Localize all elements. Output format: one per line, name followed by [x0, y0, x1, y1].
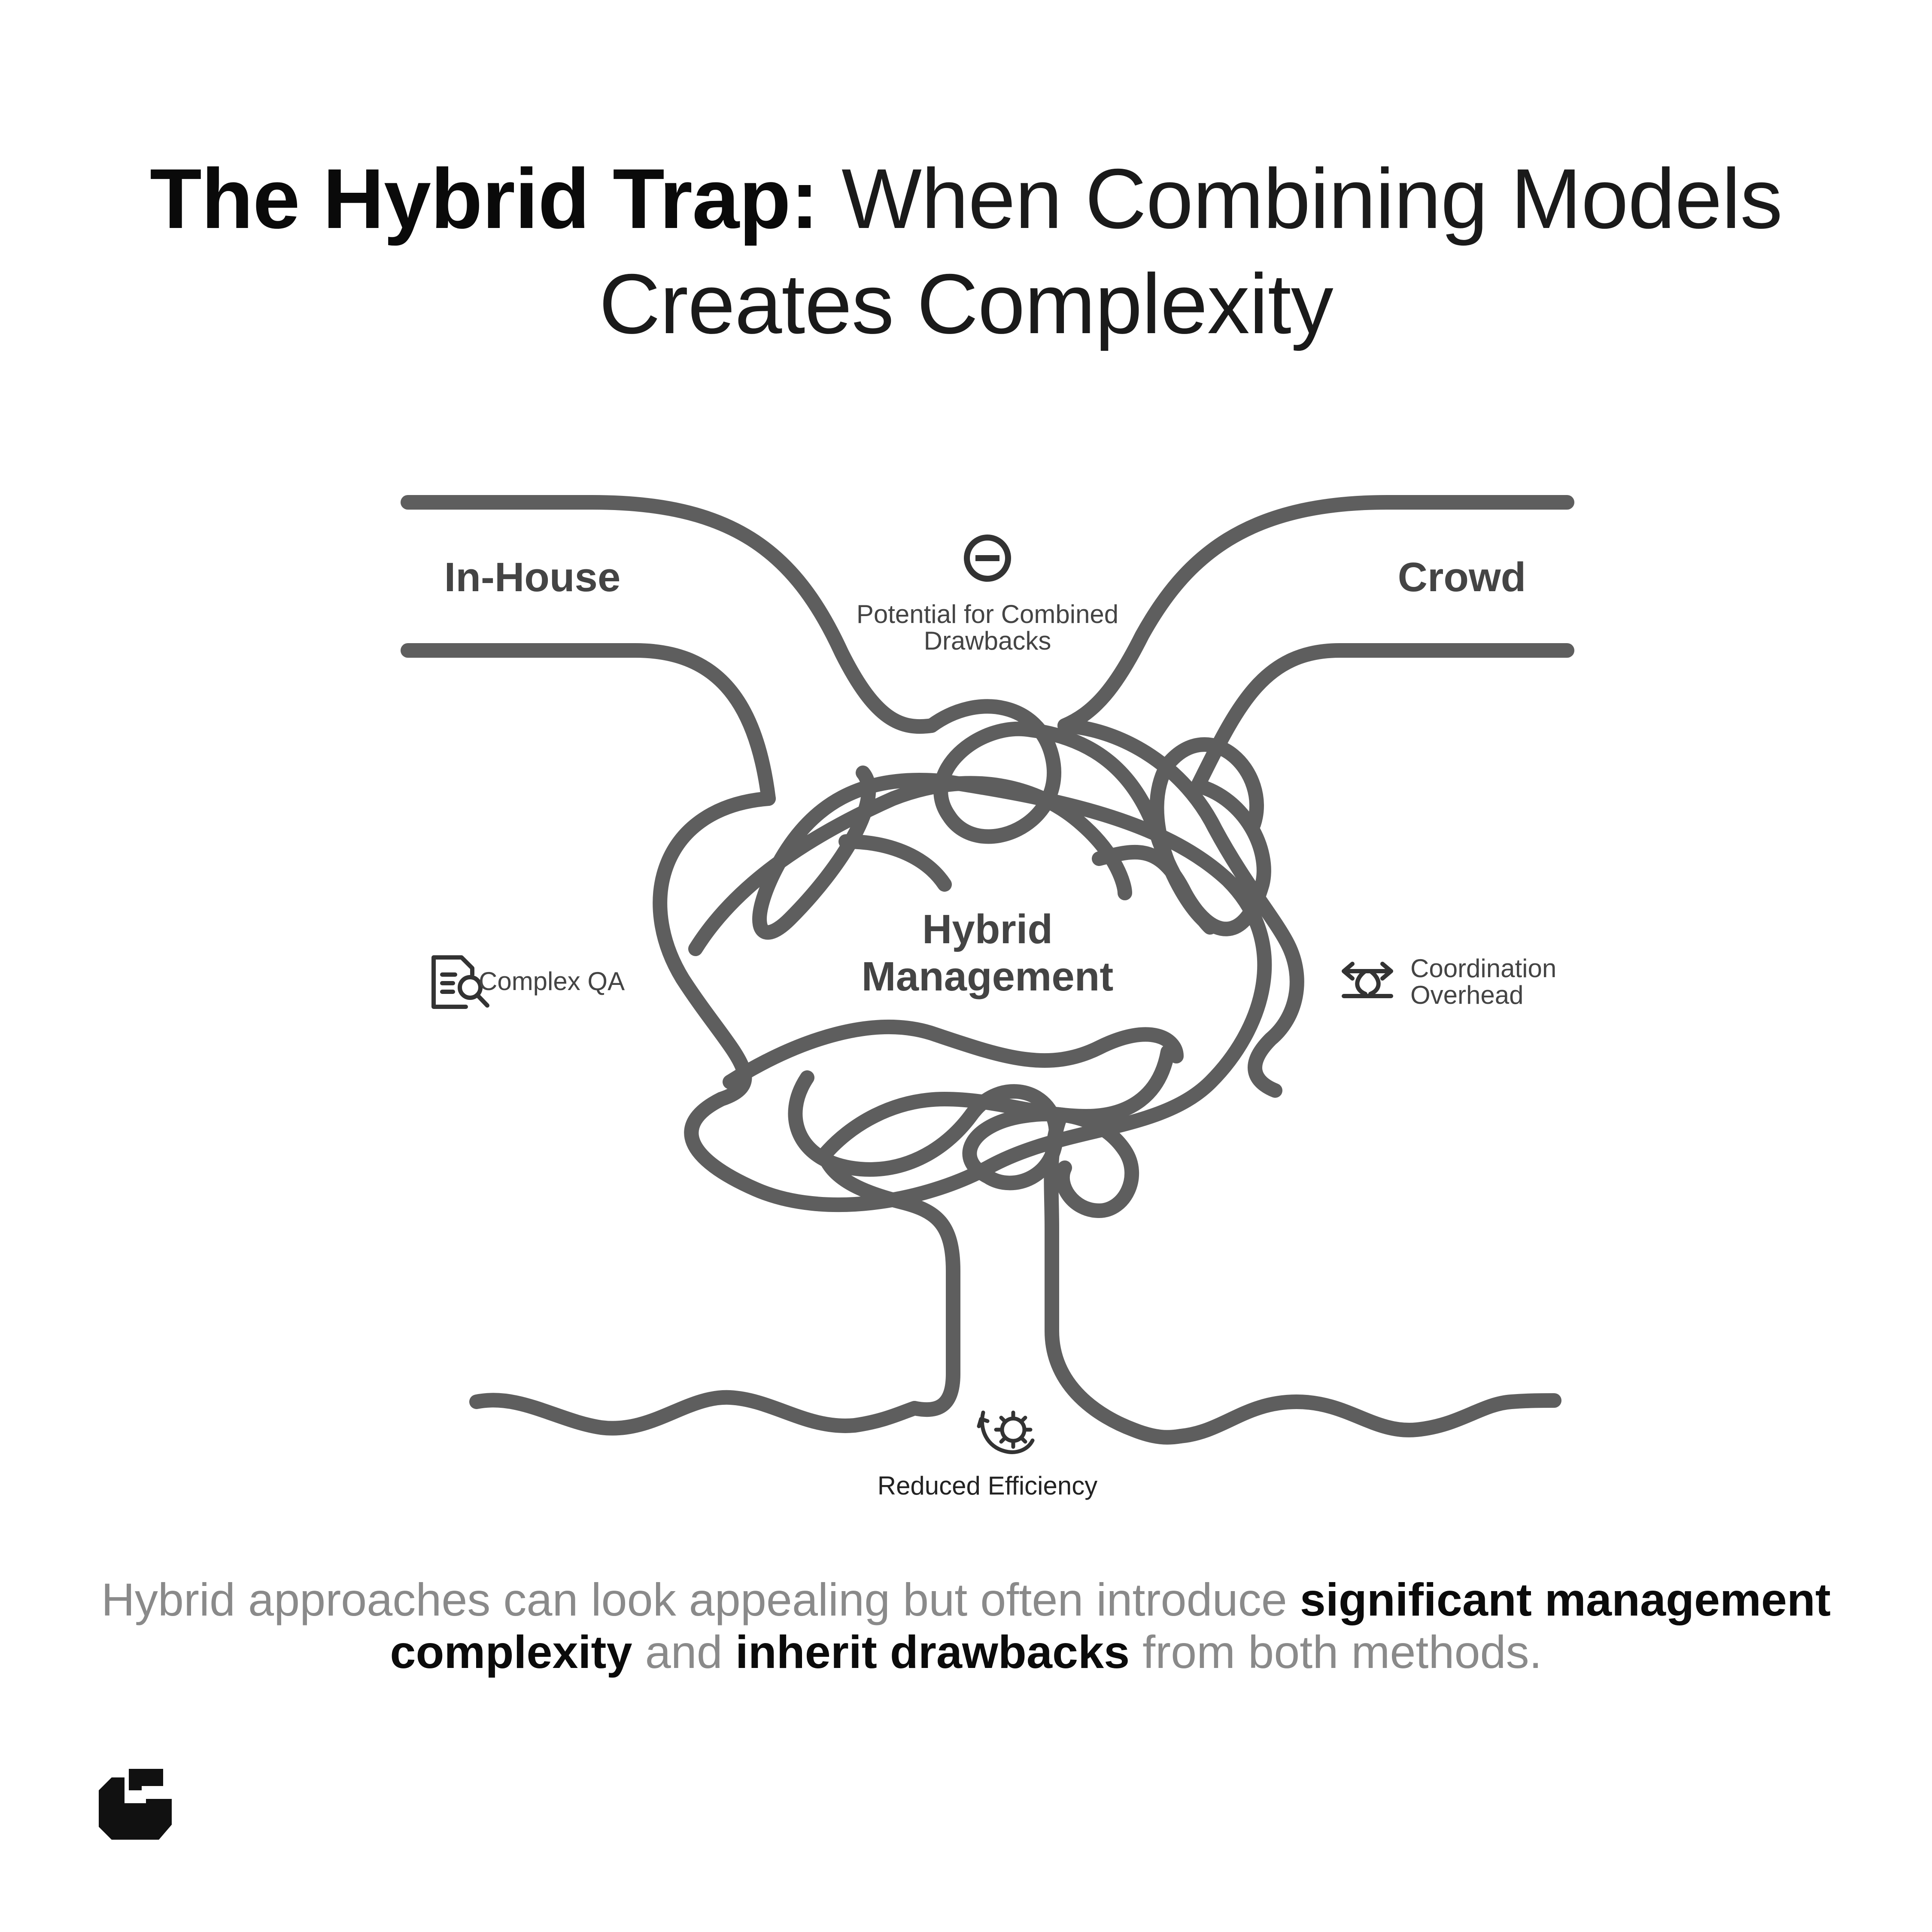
bottom-note: Reduced Efficiency — [877, 1471, 1098, 1500]
right-note-line2: Overhead — [1410, 981, 1524, 1009]
title-bold: The Hybrid Trap: — [149, 151, 819, 246]
title-line-1: The Hybrid Trap: When Combining Models — [0, 146, 1932, 251]
inhouse-top-line — [401, 495, 939, 734]
top-note: Potential for Combined Drawbacks — [816, 601, 1159, 654]
stem-left — [817, 1148, 960, 1417]
title-line-2: Creates Complexity — [599, 256, 1334, 351]
page-title: The Hybrid Trap: When Combining Models C… — [0, 146, 1932, 356]
caption-line-1: Hybrid approaches can look appealing but… — [0, 1574, 1932, 1626]
inhouse-bottom-line — [401, 643, 776, 806]
caption: Hybrid approaches can look appealing but… — [0, 1574, 1932, 1678]
bottom-wave-right — [1173, 1393, 1561, 1443]
top-note-line1: Potential for Combined — [856, 600, 1119, 629]
tangle-strand-6 — [788, 1070, 1139, 1218]
bottom-wave-left — [469, 1390, 922, 1436]
tangle-strand-2 — [924, 699, 1264, 935]
caption-line-2: complexity and inherit drawbacks from bo… — [0, 1626, 1932, 1678]
caption-bold3: inherit drawbacks — [735, 1626, 1130, 1678]
brand-logo-icon — [99, 1769, 172, 1840]
stem-right — [1044, 1109, 1188, 1445]
center-label-line2: Management — [861, 954, 1114, 999]
caption-bold2: complexity — [390, 1626, 632, 1678]
tangle-strand-4 — [688, 776, 1132, 956]
title-light-1: When Combining Models — [841, 151, 1783, 246]
tangle-strand-3 — [1057, 718, 1304, 1098]
top-note-line2: Drawbacks — [923, 626, 1051, 655]
crowd-top-line — [1057, 495, 1574, 733]
center-label: Hybrid Management — [794, 906, 1181, 1000]
tangle-strand-5 — [723, 1020, 1184, 1162]
caption-part1: Hybrid approaches can look appealing but… — [101, 1574, 1287, 1625]
inhouse-label: In-House — [444, 554, 621, 600]
center-label-line1: Hybrid — [922, 906, 1053, 952]
caption-part3: from both methods. — [1142, 1626, 1542, 1678]
right-note-line1: Coordination — [1410, 954, 1557, 983]
right-note: Coordination Overhead — [1410, 955, 1582, 1009]
left-note: Complex QA — [479, 967, 625, 996]
coordination-arrows-icon — [1342, 962, 1393, 998]
minus-circle-icon — [964, 535, 1011, 582]
crowd-bottom-line — [1191, 643, 1574, 793]
crowd-label: Crowd — [1397, 554, 1526, 600]
caption-bold1: significant management — [1300, 1574, 1831, 1625]
gear-cycle-icon — [977, 1410, 1035, 1454]
document-search-icon — [431, 955, 489, 1009]
caption-part2: and — [645, 1626, 723, 1678]
